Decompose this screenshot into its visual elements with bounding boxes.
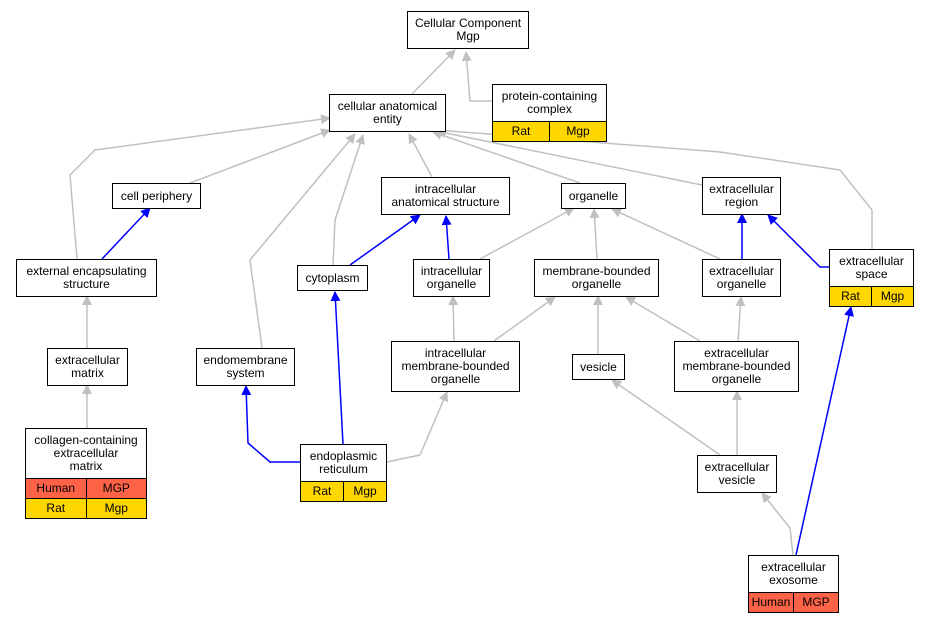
node-label: membrane-bounded organelle	[542, 264, 651, 291]
gene-cell: Mgp	[549, 122, 606, 141]
node-external-encapsulating-structure[interactable]: external encapsulating structure	[16, 259, 157, 297]
species-row-rat: Rat Mgp	[830, 286, 913, 306]
node-label: collagen-containing extracellular matrix	[34, 433, 138, 473]
species-row-rat: Rat Mgp	[301, 481, 386, 501]
node-extracellular-membrane-bounded-organelle[interactable]: extracellular membrane-bounded organelle	[674, 341, 799, 392]
edge-embo-to-eo-is-a	[735, 296, 746, 342]
species-cell: Human	[751, 595, 791, 609]
edge-endo-to-imbo-is-a	[386, 391, 449, 463]
node-label: external encapsulating structure	[26, 264, 147, 291]
node-label: endomembrane system	[203, 353, 288, 380]
species-row-rat: Rat Mgp	[493, 121, 606, 141]
gene-cell: Mgp	[343, 482, 386, 501]
edge-ees-to-cae-is-a	[69, 114, 331, 260]
node-label: vesicle	[580, 359, 617, 374]
edge-io-to-org-is-a	[479, 207, 575, 260]
node-intracellular-membrane-bounded-organelle[interactable]: intracellular membrane-bounded organelle	[391, 341, 520, 392]
edge-cp-to-cae-is-a	[189, 128, 331, 184]
node-label: intracellular membrane-bounded organelle	[401, 346, 510, 386]
gene-cell: MGP	[85, 479, 147, 498]
node-label: cytoplasm	[305, 270, 360, 285]
edge-pcc-to-cc-is-a	[461, 51, 492, 102]
node-label: extracellular vesicle	[704, 460, 770, 487]
gene-cell: Mgp	[871, 287, 913, 306]
node-intracellular-anatomical-structure[interactable]: intracellular anatomical structure	[381, 177, 510, 215]
edge-endo-to-cyt-part-of	[330, 291, 344, 445]
node-label: extracellular membrane-bounded organelle	[682, 346, 791, 386]
edge-cae-to-cc-is-a	[411, 49, 456, 95]
species-cell: Rat	[46, 501, 66, 515]
node-label: organelle	[568, 188, 619, 203]
gene-cell: MGP	[793, 593, 838, 612]
edge-imbo-to-mbo-is-a	[493, 296, 556, 342]
node-organelle[interactable]: organelle	[561, 183, 626, 209]
node-membrane-bounded-organelle[interactable]: membrane-bounded organelle	[534, 259, 659, 297]
edge-ias-to-cae-is-a	[408, 133, 433, 178]
node-label: intracellular organelle	[420, 264, 483, 291]
node-label: endoplasmic reticulum	[309, 449, 378, 476]
species-cell: Rat	[312, 484, 332, 498]
edge-ems-to-cae-is-a	[249, 133, 356, 349]
node-extracellular-matrix[interactable]: extracellular matrix	[47, 348, 128, 386]
node-label: extracellular region	[709, 182, 774, 209]
edge-exo-to-ev-is-a	[761, 492, 794, 556]
node-label: cell periphery	[120, 188, 193, 203]
node-intracellular-organelle[interactable]: intracellular organelle	[413, 259, 490, 297]
node-extracellular-organelle[interactable]: extracellular organelle	[702, 259, 781, 297]
node-label: extracellular organelle	[709, 264, 774, 291]
edge-cyt-to-cae-is-a	[332, 134, 365, 266]
node-label: extracellular exosome	[761, 560, 826, 587]
edge-io-to-ias-part-of	[441, 215, 452, 260]
node-extracellular-region[interactable]: extracellular region	[702, 177, 781, 215]
node-extracellular-vesicle[interactable]: extracellular vesicle	[697, 455, 777, 493]
edge-es-to-er-part-of	[767, 214, 829, 268]
node-cellular-component[interactable]: Cellular Component Mgp	[407, 11, 529, 49]
edge-exo-to-es-part-of	[795, 306, 854, 556]
edge-ees-to-cp-part-of	[101, 207, 151, 260]
species-cell: Rat	[841, 289, 860, 303]
node-label: protein-containing complex	[501, 89, 598, 116]
edge-layer	[69, 49, 873, 556]
edge-org-to-cae-is-a	[432, 130, 581, 184]
edge-eo-to-org-is-a	[611, 208, 721, 260]
node-label: extracellular space	[839, 254, 904, 281]
edge-er-to-cae-is-a	[435, 127, 703, 186]
edge-ev-to-ves-is-a	[611, 379, 721, 456]
node-label: extracellular matrix	[55, 353, 120, 380]
node-label: Cellular Component Mgp	[414, 16, 522, 43]
node-endomembrane-system[interactable]: endomembrane system	[196, 348, 295, 386]
species-row-human: Human MGP	[26, 478, 146, 498]
species-cell: Rat	[511, 124, 531, 138]
edge-es-to-cae-is-a	[436, 125, 873, 249]
node-label: intracellular anatomical structure	[391, 182, 500, 209]
gene-cell: Mgp	[85, 499, 147, 518]
node-collagen-containing-extracellular-matrix[interactable]: collagen-containing extracellular matrix…	[25, 428, 147, 519]
node-cytoplasm[interactable]: cytoplasm	[297, 265, 368, 291]
edge-endo-to-ems-part-of	[241, 385, 300, 463]
node-cell-periphery[interactable]: cell periphery	[112, 183, 201, 209]
edge-imbo-to-io-is-a	[448, 295, 459, 342]
node-vesicle[interactable]: vesicle	[572, 354, 625, 380]
edge-mbo-to-org-is-a	[589, 208, 600, 260]
species-cell: Human	[36, 481, 76, 495]
node-label: cellular anatomical entity	[337, 99, 438, 126]
edge-cyt-to-ias-part-of	[349, 214, 421, 266]
edge-embo-to-mbo-is-a	[625, 296, 701, 342]
species-row-rat: Rat Mgp	[26, 498, 146, 518]
node-cellular-anatomical-entity[interactable]: cellular anatomical entity	[329, 94, 446, 132]
